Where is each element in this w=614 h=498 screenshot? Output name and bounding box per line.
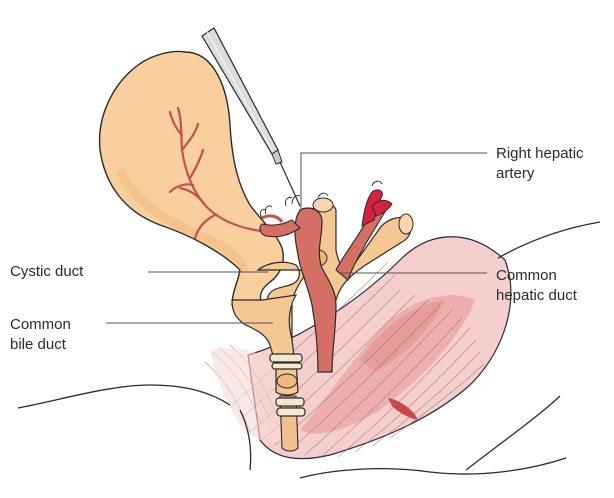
- label-common-bile-duct: Common bile duct: [10, 315, 71, 355]
- label-common-hepatic-duct: Common hepatic duct: [496, 266, 577, 306]
- label-common-hepatic-duct-line-1: Common: [496, 266, 577, 286]
- label-right-hepatic-artery: Right hepatic artery: [496, 144, 584, 184]
- label-cystic-duct: Cystic duct: [10, 262, 83, 282]
- label-common-hepatic-duct-line-2: hepatic duct: [496, 286, 577, 306]
- label-common-bile-duct-line-1: Common: [10, 315, 71, 335]
- gallbladder: [100, 51, 284, 305]
- label-cystic-duct-line-1: Cystic duct: [10, 262, 83, 282]
- label-right-hepatic-artery-line-2: artery: [496, 164, 584, 184]
- label-right-hepatic-artery-line-1: Right hepatic: [496, 144, 584, 164]
- label-common-bile-duct-line-2: bile duct: [10, 335, 71, 355]
